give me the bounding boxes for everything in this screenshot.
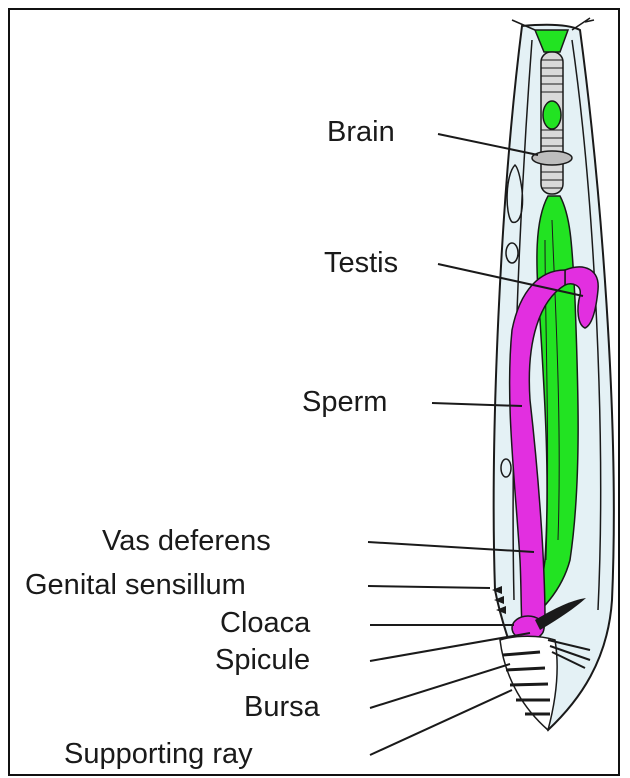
label-vas-deferens: Vas deferens [102,527,271,556]
label-testis: Testis [324,249,398,278]
label-sperm: Sperm [302,388,387,417]
label-cloaca: Cloaca [220,609,310,638]
pharynx-bulb [543,101,561,129]
leader-supporting-ray [370,690,512,755]
label-supporting-ray: Supporting ray [64,740,253,769]
leader-genital-sensillum [368,586,490,588]
label-spicule: Spicule [215,646,310,675]
label-bursa: Bursa [244,693,320,722]
label-brain: Brain [327,118,395,147]
nerve-ring [532,151,572,165]
label-genital-sensillum: Genital sensillum [25,571,246,600]
